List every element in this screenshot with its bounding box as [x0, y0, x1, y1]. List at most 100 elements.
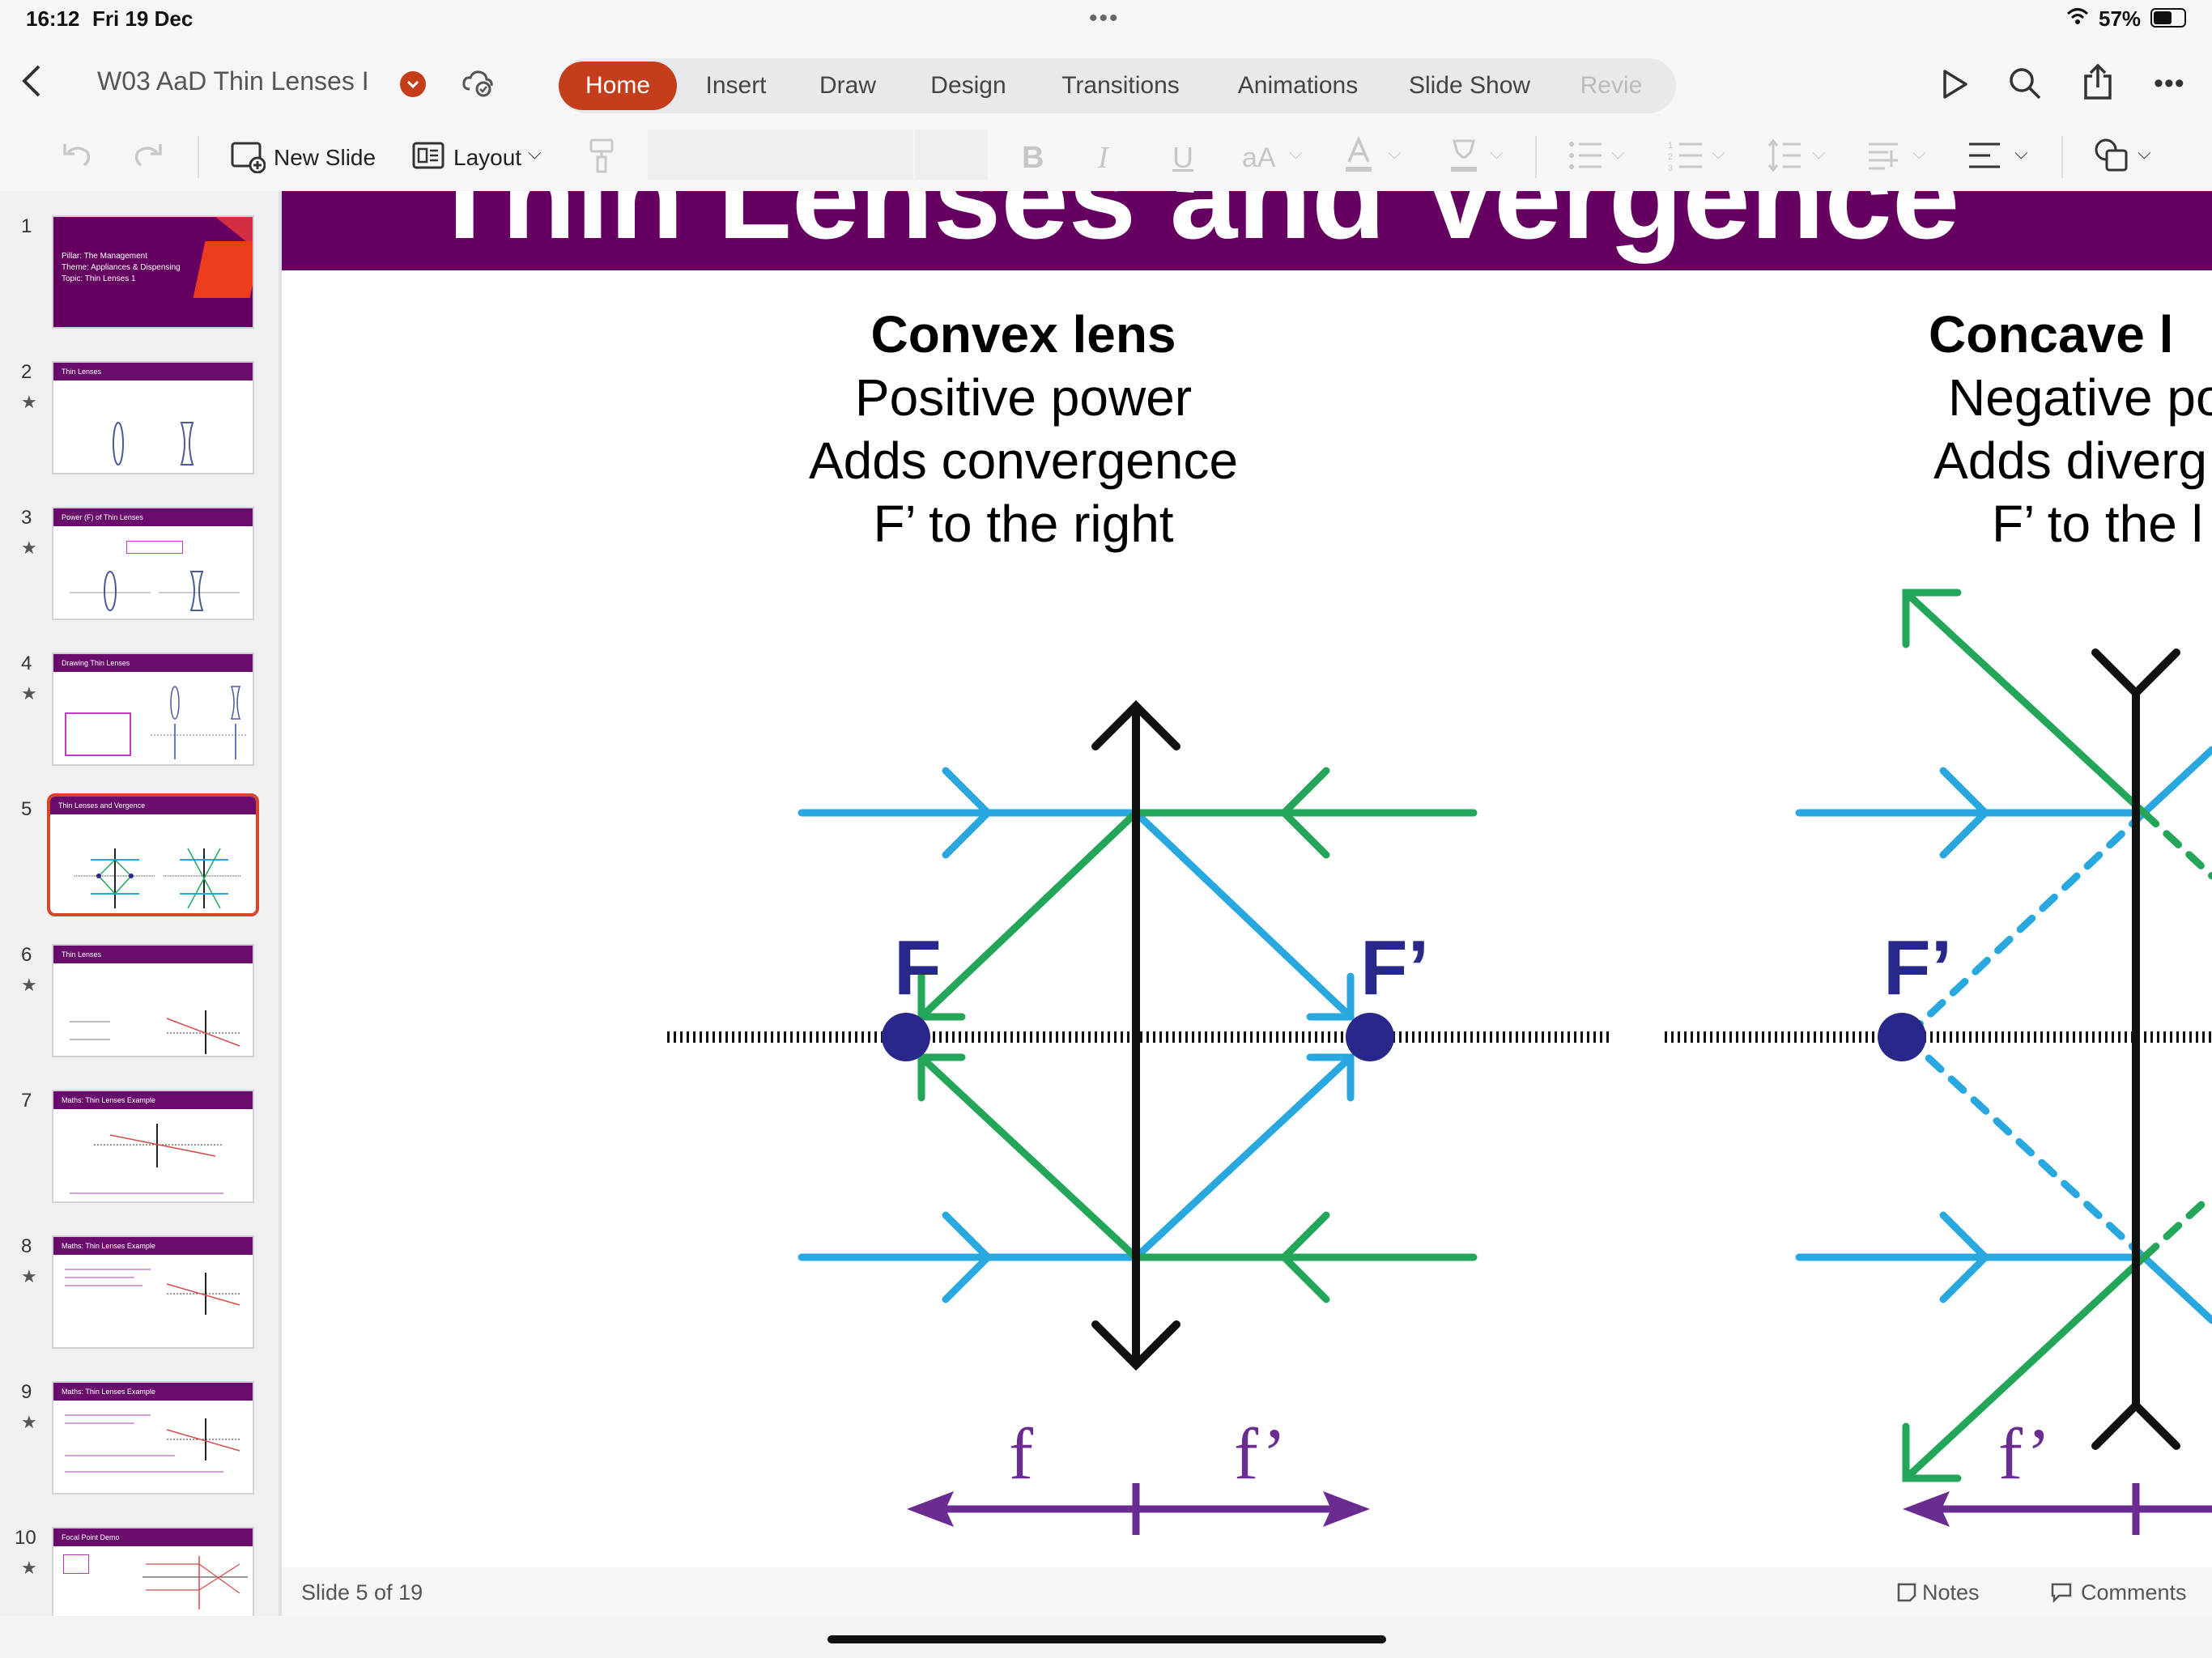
line-spacing-chevron-down-icon[interactable]: ⌵ [1812, 142, 1826, 163]
status-time: 16:12 [26, 6, 80, 31]
tab-animations[interactable]: Animations [1237, 72, 1359, 99]
thumb-lens-drawing [65, 1269, 240, 1315]
ribbon-divider [1535, 136, 1537, 178]
slide-number: 6 [21, 944, 32, 966]
slide-thumbnail-7[interactable]: Maths: Thin Lenses Example [52, 1090, 254, 1203]
bold-button[interactable]: B [1022, 141, 1044, 175]
ribbon-tab-strip [559, 58, 1676, 113]
tab-slide-show[interactable]: Slide Show [1408, 72, 1531, 99]
notes-button[interactable]: Notes [1922, 1580, 1980, 1605]
thumb-lens-drawing [74, 848, 240, 909]
slide-number: 2 [21, 361, 32, 383]
comments-icon[interactable] [2050, 1582, 2073, 1609]
star-icon: ★ [21, 975, 37, 995]
paragraph-chevron-down-icon[interactable]: ⌵ [1912, 142, 1926, 163]
slide-thumbnail-8[interactable]: Maths: Thin Lenses Example [52, 1235, 254, 1349]
concave-line-3: F’ to the l [1992, 495, 2203, 553]
tab-insert[interactable]: Insert [705, 72, 767, 99]
slide-thumbnail-9[interactable]: Maths: Thin Lenses Example [52, 1381, 254, 1494]
play-icon[interactable] [1938, 68, 1971, 104]
thumb-formula-box [63, 1554, 89, 1574]
slide-thumbnail-6[interactable]: Thin Lenses [52, 944, 254, 1057]
more-options-icon[interactable]: ••• [2154, 68, 2185, 99]
slide-thumbnail-4[interactable]: Drawing Thin Lenses [52, 653, 254, 766]
layout-chevron-down-icon[interactable]: ⌵ [528, 142, 542, 163]
highlight-icon[interactable] [1448, 136, 1480, 177]
thumb-title: Focal Point Demo [53, 1528, 253, 1546]
highlight-chevron-down-icon[interactable]: ⌵ [1490, 142, 1504, 163]
concave-focal-label-F-prime: F’ [1883, 925, 1952, 1011]
bullet-list-icon[interactable] [1568, 139, 1603, 176]
new-slide-icon[interactable] [230, 141, 266, 177]
numbered-list-chevron-down-icon[interactable]: ⌵ [1712, 142, 1725, 163]
slide-thumbnail-5-selected[interactable]: Thin Lenses and Vergence [47, 793, 259, 916]
multitasking-dots-icon[interactable]: ••• [1089, 5, 1120, 32]
thumb-title: Power (F) of Thin Lenses [53, 508, 253, 526]
star-icon: ★ [21, 683, 37, 704]
concave-title: Concave l [1929, 305, 2174, 363]
line-spacing-icon[interactable] [1767, 138, 1802, 177]
tab-home[interactable]: Home [559, 62, 677, 110]
star-icon: ★ [21, 1412, 37, 1432]
star-icon: ★ [21, 1558, 37, 1578]
thumb-title: Drawing Thin Lenses [53, 654, 253, 672]
align-chevron-down-icon[interactable]: ⌵ [2014, 142, 2028, 163]
thumb-formula-box [126, 541, 183, 554]
ribbon-toolbar [0, 128, 2212, 191]
svg-text:3: 3 [1668, 164, 1673, 172]
slide-number: 8 [21, 1235, 32, 1257]
comments-button[interactable]: Comments [2081, 1580, 2187, 1605]
slide-thumbnail-10[interactable]: Focal Point Demo [52, 1527, 254, 1616]
font-size-change-button[interactable]: aA [1242, 142, 1276, 173]
tab-design[interactable]: Design [930, 72, 1006, 99]
slide-number: 10 [15, 1527, 36, 1549]
font-name-field[interactable] [648, 130, 913, 180]
font-size-chevron-down-icon[interactable]: ⌵ [1289, 142, 1303, 163]
document-title[interactable]: W03 AaD Thin Lenses I [97, 66, 369, 96]
paragraph-direction-icon[interactable] [1865, 139, 1901, 176]
slide-thumbnail-2[interactable]: Thin Lenses [52, 361, 254, 474]
slide-thumbnail-3[interactable]: Power (F) of Thin Lenses [52, 507, 254, 620]
font-color-chevron-down-icon[interactable]: ⌵ [1388, 142, 1402, 163]
thumb-formula-box [65, 712, 131, 756]
shapes-chevron-down-icon[interactable]: ⌵ [2138, 142, 2151, 163]
thumb-title: Maths: Thin Lenses Example [53, 1383, 253, 1401]
italic-button[interactable]: I [1098, 141, 1108, 175]
shapes-icon[interactable] [2094, 138, 2129, 177]
search-icon[interactable] [2008, 66, 2042, 104]
layout-button[interactable]: Layout [453, 145, 522, 170]
font-size-field[interactable] [915, 130, 988, 180]
share-icon[interactable] [2081, 63, 2115, 104]
redo-icon[interactable] [131, 138, 165, 176]
slide-heading: Thin Lenses and Vergence [428, 191, 1960, 264]
align-left-icon[interactable] [1967, 141, 2001, 174]
convex-title: Convex lens [870, 305, 1176, 363]
thumb-lens-drawing [113, 422, 194, 466]
tab-draw[interactable]: Draw [819, 72, 876, 99]
font-color-icon[interactable] [1342, 135, 1375, 177]
slide-title-bar: Thin Lenses and Vergence [282, 191, 2212, 270]
bullet-list-chevron-down-icon[interactable]: ⌵ [1611, 142, 1625, 163]
thumb-lens-drawing [70, 1124, 223, 1194]
title-chevron-down-icon[interactable] [400, 71, 426, 97]
format-painter-icon[interactable] [588, 138, 615, 177]
svg-text:2: 2 [1668, 152, 1673, 162]
underline-button[interactable]: U [1172, 141, 1193, 174]
slide-canvas[interactable]: Thin Lenses and Vergence Convex lens Pos… [282, 191, 2212, 1567]
undo-icon[interactable] [60, 138, 94, 176]
cloud-sync-icon[interactable] [462, 68, 494, 101]
convex-line-3: F’ to the right [873, 495, 1174, 553]
slide-thumbnail-1[interactable]: Pillar: The Management Theme: Appliances… [52, 215, 254, 329]
thumb-subtitle: Pillar: The Management Theme: Appliances… [62, 252, 181, 283]
notes-icon[interactable] [1896, 1582, 1917, 1609]
home-indicator[interactable] [827, 1635, 1386, 1643]
status-bar: 16:12 Fri 19 Dec ••• 57% [0, 0, 2212, 39]
tab-review[interactable]: Revie [1580, 72, 1643, 99]
layout-icon[interactable] [411, 141, 445, 174]
thumb-decoration [193, 241, 253, 298]
new-slide-button[interactable]: New Slide [274, 145, 376, 170]
back-icon[interactable] [19, 63, 44, 103]
tab-transitions[interactable]: Transitions [1061, 72, 1180, 99]
ribbon-divider [2061, 136, 2063, 178]
